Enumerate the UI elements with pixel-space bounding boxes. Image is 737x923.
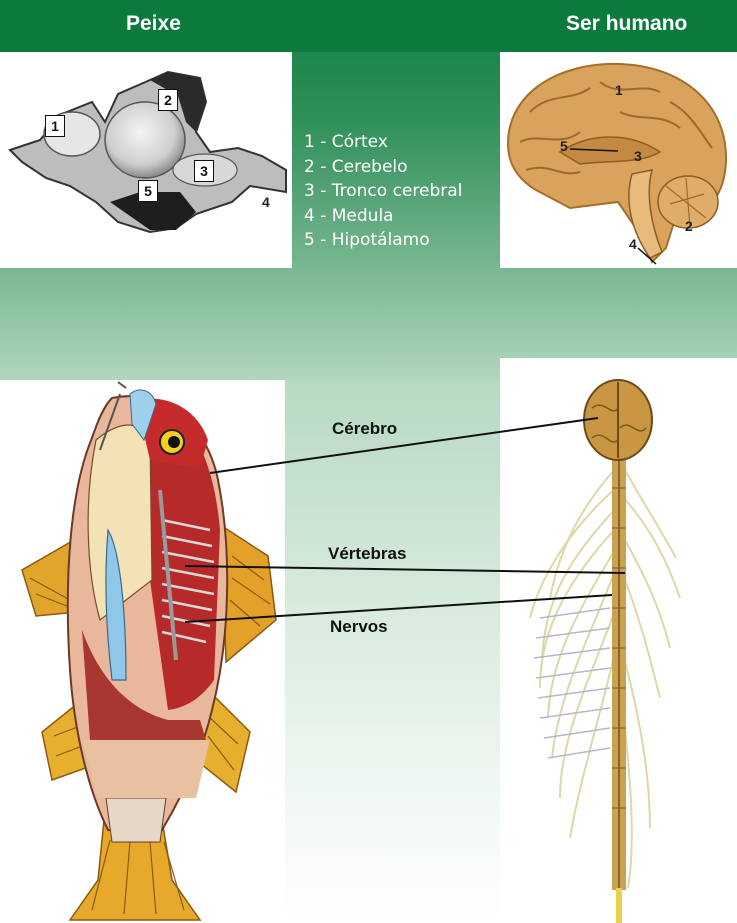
nerves-label: Nervos — [330, 617, 388, 637]
vertebrae-pointer-line — [185, 566, 625, 573]
brain-pointer-line — [210, 418, 598, 473]
vertebrae-label: Vértebras — [328, 544, 406, 564]
nerves-pointer-line — [185, 595, 612, 622]
brain-label: Cérebro — [332, 419, 397, 439]
